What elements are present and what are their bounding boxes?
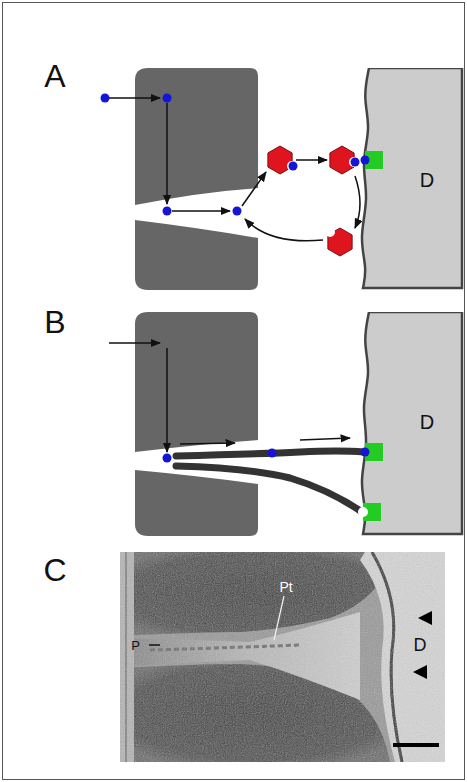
cell-outline — [355, 68, 465, 290]
panel-letter: A — [44, 60, 65, 92]
protein-hexagon — [268, 146, 298, 174]
receptor — [358, 503, 381, 521]
protein-hexagon — [330, 146, 360, 174]
part-label: Pt — [279, 580, 292, 594]
part-label: P — [131, 639, 140, 652]
receptor — [361, 443, 384, 461]
receptor — [361, 151, 384, 169]
cell-shape: D — [355, 68, 465, 290]
panel-b-art — [109, 312, 364, 536]
micrograph — [120, 552, 445, 762]
cell-shape: D — [355, 312, 465, 536]
panel-c-marks — [149, 596, 439, 747]
region-label: D — [420, 411, 434, 434]
region-label: D — [420, 169, 434, 192]
figure-frame — [3, 3, 465, 780]
panel-letter: C — [43, 554, 66, 586]
protein-hexagon — [325, 227, 352, 256]
cell-outline — [355, 312, 465, 536]
region-label: D — [414, 636, 427, 654]
panel-a-art — [101, 68, 361, 290]
panel-letter: B — [44, 306, 65, 338]
